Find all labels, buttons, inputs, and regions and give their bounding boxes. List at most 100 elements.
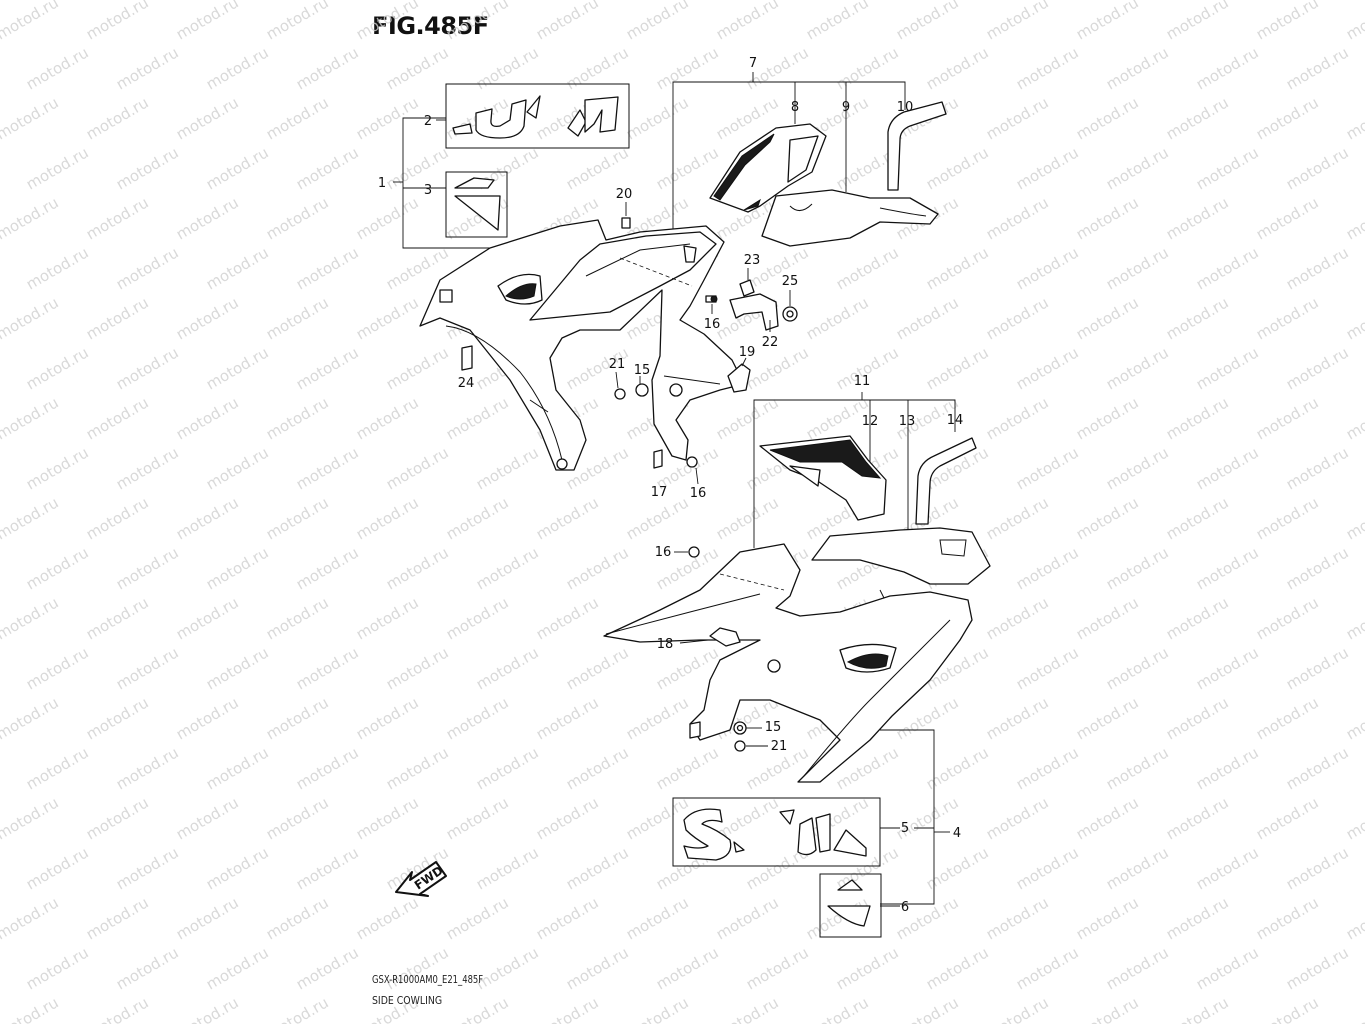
watermark-text: motod.ru <box>263 93 332 143</box>
watermark-text: motod.ru <box>0 843 2 893</box>
watermark-text: motod.ru <box>923 843 992 893</box>
watermark-text: motod.ru <box>533 493 602 543</box>
callout-c6: 6 <box>901 900 909 915</box>
watermark-text: motod.ru <box>1253 393 1322 443</box>
watermark-text: motod.ru <box>893 293 962 343</box>
watermark-text: motod.ru <box>113 843 182 893</box>
watermark-text: motod.ru <box>113 43 182 93</box>
watermark-text: motod.ru <box>1193 843 1262 893</box>
callout-c13: 13 <box>899 414 916 429</box>
watermark-text: motod.ru <box>473 843 542 893</box>
decal-set-lower[interactable] <box>672 729 950 938</box>
watermark-text: motod.ru <box>923 943 992 993</box>
watermark-text: motod.ru <box>23 43 92 93</box>
watermark-text: motod.ru <box>1013 843 1082 893</box>
watermark-text: motod.ru <box>563 143 632 193</box>
watermark-text: motod.ru <box>0 743 2 793</box>
callout-c16b: 16 <box>690 486 707 501</box>
watermark-text: motod.ru <box>0 93 62 143</box>
watermark-text: motod.ru <box>263 693 332 743</box>
watermark-text: motod.ru <box>1193 743 1262 793</box>
decal-set-upper[interactable] <box>393 83 673 249</box>
inner-panel-set-lower[interactable] <box>753 392 991 585</box>
watermark-text: motod.ru <box>1103 843 1172 893</box>
watermark-text: motod.ru <box>263 993 332 1024</box>
watermark-text: motod.ru <box>293 43 362 93</box>
watermark-text: motod.ru <box>113 943 182 993</box>
callout-c21b: 21 <box>771 739 788 754</box>
watermark-text: motod.ru <box>353 0 422 43</box>
watermark-text: motod.ru <box>833 243 902 293</box>
watermark-text: motod.ru <box>983 293 1052 343</box>
watermark-text: motod.ru <box>1073 993 1142 1024</box>
watermark-text: motod.ru <box>1253 793 1322 843</box>
watermark-text: motod.ru <box>23 143 92 193</box>
watermark-text: motod.ru <box>293 443 362 493</box>
watermark-text: motod.ru <box>1193 943 1262 993</box>
watermark-text: motod.ru <box>0 193 62 243</box>
watermark-text: motod.ru <box>653 43 722 93</box>
watermark-text: motod.ru <box>473 543 542 593</box>
inner-panel-set-upper[interactable] <box>672 72 947 248</box>
watermark-text: motod.ru <box>443 493 512 543</box>
watermark-text: motod.ru <box>1283 943 1352 993</box>
watermark-text: motod.ru <box>473 643 542 693</box>
watermark-text: motod.ru <box>1253 0 1322 43</box>
callout-c25: 25 <box>782 274 799 289</box>
watermark-text: motod.ru <box>23 343 92 393</box>
watermark-text: motod.ru <box>1343 0 1365 43</box>
watermark-text: motod.ru <box>1283 543 1352 593</box>
watermark-text: motod.ru <box>623 693 692 743</box>
watermark-text: motod.ru <box>1073 293 1142 343</box>
watermark-text: motod.ru <box>203 443 272 493</box>
watermark-text: motod.ru <box>983 893 1052 943</box>
watermark-text: motod.ru <box>1193 143 1262 193</box>
hardware-lower[interactable] <box>674 546 768 752</box>
watermark-text: motod.ru <box>353 493 422 543</box>
watermark-text: motod.ru <box>0 293 62 343</box>
watermark-text: motod.ru <box>1103 243 1172 293</box>
watermark-text: motod.ru <box>563 43 632 93</box>
watermark-text: motod.ru <box>263 793 332 843</box>
watermark-text: motod.ru <box>1283 643 1352 693</box>
side-cowling-lower[interactable] <box>603 543 973 783</box>
watermark-text: motod.ru <box>353 193 422 243</box>
watermark-text: motod.ru <box>1163 693 1232 743</box>
watermark-text: motod.ru <box>0 243 2 293</box>
hardware-upper[interactable] <box>461 202 798 485</box>
watermark-text: motod.ru <box>293 743 362 793</box>
callout-c23: 23 <box>744 253 761 268</box>
watermark-text: motod.ru <box>353 593 422 643</box>
watermark-text: motod.ru <box>1193 543 1262 593</box>
watermark-text: motod.ru <box>1283 43 1352 93</box>
watermark-text: motod.ru <box>113 643 182 693</box>
watermark-text: motod.ru <box>203 343 272 393</box>
watermark-text: motod.ru <box>833 943 902 993</box>
watermark-text: motod.ru <box>23 543 92 593</box>
watermark-text: motod.ru <box>113 743 182 793</box>
side-cowling-upper[interactable] <box>419 219 745 471</box>
watermark-text: motod.ru <box>1163 793 1232 843</box>
watermark-text: motod.ru <box>653 143 722 193</box>
watermark-text: motod.ru <box>0 993 62 1024</box>
callout-c12: 12 <box>862 414 879 429</box>
watermark-text: motod.ru <box>293 543 362 593</box>
watermark-text: motod.ru <box>1253 993 1322 1024</box>
watermark-text: motod.ru <box>23 243 92 293</box>
watermark-text: motod.ru <box>563 843 632 893</box>
watermark-text: motod.ru <box>0 543 2 593</box>
watermark-text: motod.ru <box>563 943 632 993</box>
watermark-text: motod.ru <box>263 193 332 243</box>
watermark-text: motod.ru <box>23 843 92 893</box>
watermark-text: motod.ru <box>1013 943 1082 993</box>
watermark-text: motod.ru <box>173 493 242 543</box>
watermark-text: motod.ru <box>1193 443 1262 493</box>
watermark-text: motod.ru <box>203 743 272 793</box>
watermark-text: motod.ru <box>83 893 152 943</box>
watermark-text: motod.ru <box>1073 893 1142 943</box>
watermark-text: motod.ru <box>533 593 602 643</box>
callout-c22: 22 <box>762 335 779 350</box>
watermark-text: motod.ru <box>1283 343 1352 393</box>
